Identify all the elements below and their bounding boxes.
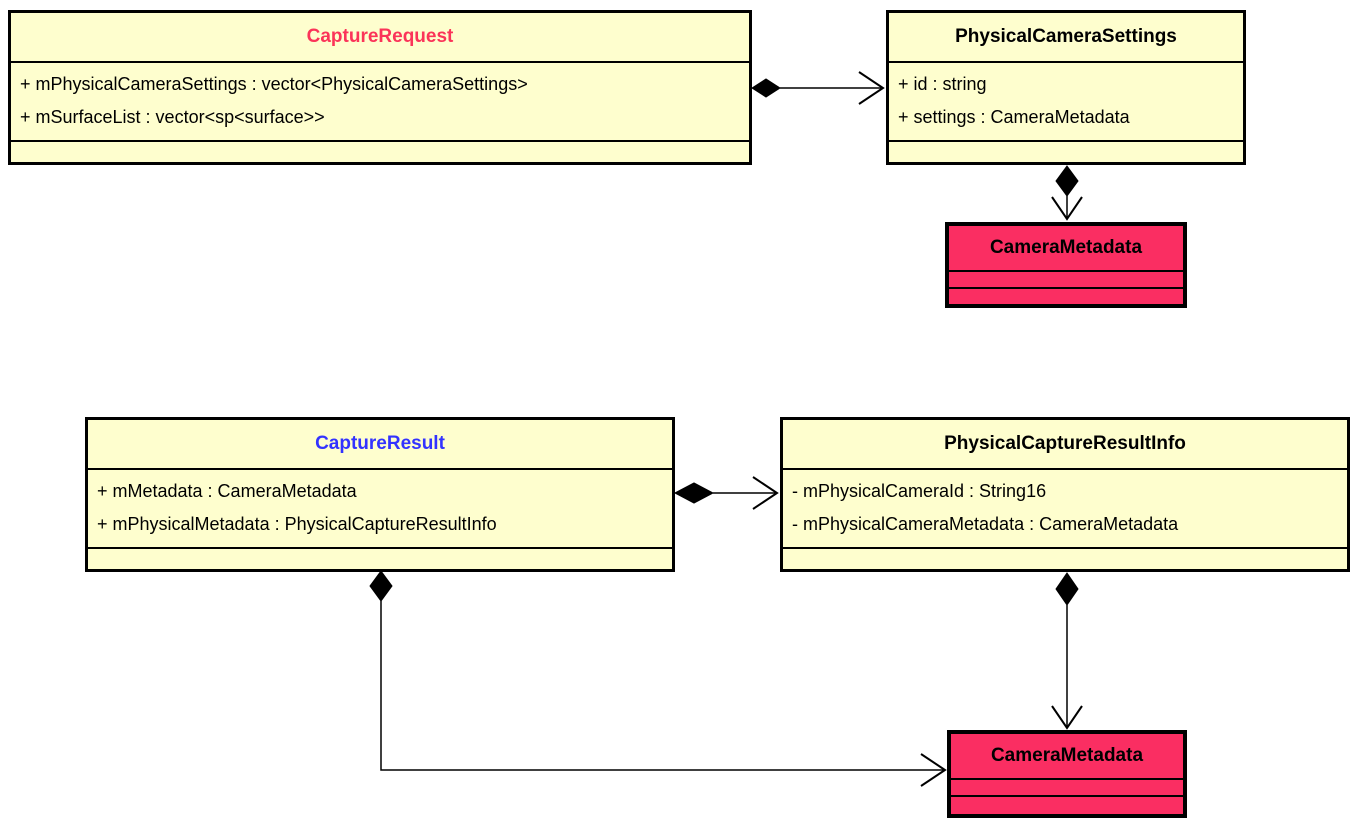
- composition-diamond: [1055, 165, 1079, 197]
- class-attribute: + mPhysicalMetadata : PhysicalCaptureRes…: [97, 514, 497, 534]
- methods-section: [889, 142, 1243, 162]
- composition-diamond: [1055, 572, 1079, 606]
- open-arrowhead: [1051, 705, 1083, 730]
- class-attribute: - mPhysicalCameraMetadata : CameraMetada…: [792, 514, 1179, 534]
- class-title: PhysicalCaptureResultInfo: [783, 420, 1347, 470]
- composition-capturerequest-to-physicalcamerasettings: [751, 71, 885, 105]
- class-title: CaptureRequest: [11, 13, 749, 63]
- attributes-section: + mMetadata : CameraMetadata + mPhysical…: [88, 470, 672, 549]
- class-attribute: + mMetadata : CameraMetadata: [97, 481, 357, 501]
- open-arrowhead: [858, 71, 885, 105]
- methods-section: [949, 289, 1183, 306]
- open-arrowhead: [1051, 196, 1083, 221]
- class-attribute: + mPhysicalCameraSettings : vector<Physi…: [20, 74, 528, 94]
- open-arrowhead: [752, 476, 779, 510]
- class-camerametadata-top: CameraMetadata: [945, 222, 1187, 308]
- open-arrowhead: [920, 753, 947, 787]
- methods-section: [783, 549, 1347, 569]
- class-title: CameraMetadata: [949, 226, 1183, 272]
- methods-section: [951, 797, 1183, 814]
- composition-captureresult-to-physicalcaptureresultinfo: [673, 476, 779, 510]
- class-physicalcamerasettings: PhysicalCameraSettings + id : string + s…: [886, 10, 1246, 165]
- composition-diamond: [673, 482, 715, 504]
- class-physicalcaptureresultinfo: PhysicalCaptureResultInfo - mPhysicalCam…: [780, 417, 1350, 572]
- class-capturerequest: CaptureRequest + mPhysicalCameraSettings…: [8, 10, 752, 165]
- composition-captureresult-to-camerametadata: [369, 570, 947, 787]
- composition-diamond: [369, 570, 393, 602]
- class-attribute: + mSurfaceList : vector<sp<surface>>: [20, 107, 325, 127]
- attributes-section: + id : string + settings : CameraMetadat…: [889, 63, 1243, 142]
- methods-section: [11, 142, 749, 162]
- composition-physicalcaptureresultinfo-to-camerametadata: [1051, 572, 1083, 730]
- class-title: PhysicalCameraSettings: [889, 13, 1243, 63]
- attributes-section: + mPhysicalCameraSettings : vector<Physi…: [11, 63, 749, 142]
- class-title: CameraMetadata: [951, 734, 1183, 780]
- methods-section: [88, 549, 672, 569]
- composition-physicalcamerasettings-to-camerametadata: [1051, 165, 1083, 221]
- class-attribute: + settings : CameraMetadata: [898, 107, 1130, 127]
- relation-line: [380, 601, 943, 771]
- class-attribute: + id : string: [898, 74, 987, 94]
- class-title: CaptureResult: [88, 420, 672, 470]
- composition-diamond: [751, 78, 781, 98]
- attributes-section: [951, 780, 1183, 797]
- class-captureresult: CaptureResult + mMetadata : CameraMetada…: [85, 417, 675, 572]
- attributes-section: - mPhysicalCameraId : String16 - mPhysic…: [783, 470, 1347, 549]
- class-camerametadata-bottom: CameraMetadata: [947, 730, 1187, 818]
- attributes-section: [949, 272, 1183, 289]
- class-attribute: - mPhysicalCameraId : String16: [792, 481, 1047, 501]
